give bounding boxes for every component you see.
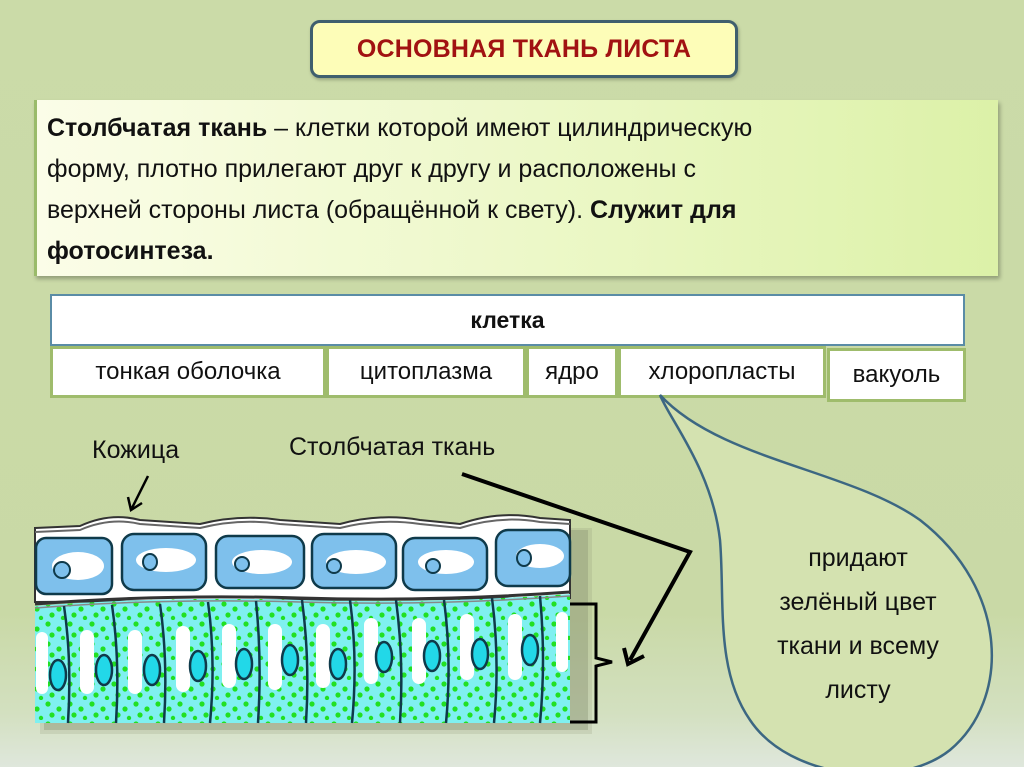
definition-text: Столбчатая ткань – клетки которой имеют … xyxy=(47,114,753,265)
part-membrane: тонкая оболочка xyxy=(50,346,326,398)
cell-header: клетка xyxy=(50,294,965,346)
tissue-section xyxy=(34,514,572,724)
epidermis-arrow xyxy=(130,475,150,509)
palisade-walls xyxy=(62,595,545,724)
definition-box: Столбчатая ткань – клетки которой имеют … xyxy=(34,100,998,276)
part-vacuole: вакуоль xyxy=(827,348,966,402)
part-chloroplasts: хлоропласты xyxy=(618,346,826,398)
palisade-pointer-line xyxy=(461,472,693,661)
title-banner: ОСНОВНАЯ ТКАНЬ ЛИСТА xyxy=(310,20,738,78)
callout-text: придают зелёный цвет ткани и всему листу xyxy=(777,544,939,704)
palisade-bracket xyxy=(570,602,613,724)
palisade-vacuoles xyxy=(36,612,568,694)
part-nucleus: ядро xyxy=(526,346,618,398)
label-palisade: Столбчатая ткань xyxy=(289,433,496,461)
label-epidermis: Кожица xyxy=(92,436,180,464)
palisade-nuclei xyxy=(48,633,540,692)
epidermis-nuclei xyxy=(53,549,532,579)
part-cytoplasm: цитоплазма xyxy=(326,346,526,398)
page-title: ОСНОВНАЯ ТКАНЬ ЛИСТА xyxy=(356,34,692,63)
callout-bubble xyxy=(658,394,994,767)
palisade-arrowhead xyxy=(622,647,645,667)
definition-term: Столбчатая ткань xyxy=(47,114,268,142)
